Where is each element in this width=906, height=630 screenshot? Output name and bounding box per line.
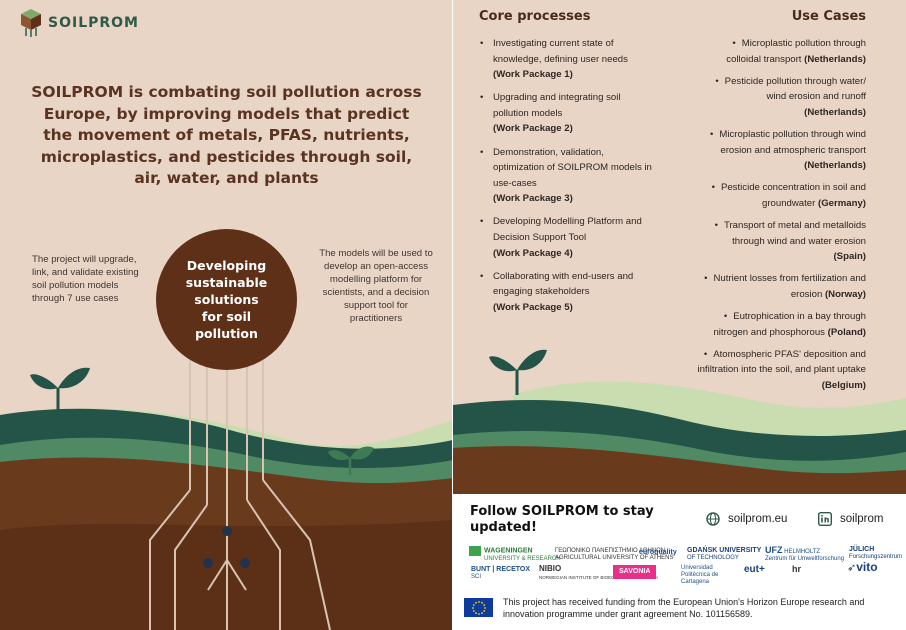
right-note: The models will be used to develop an op… bbox=[319, 248, 433, 324]
linkedin-label: soilprom bbox=[840, 513, 884, 525]
partner-hr: hr bbox=[792, 564, 801, 574]
globe-icon bbox=[706, 512, 720, 526]
partner-euroquality: euroquality bbox=[639, 549, 677, 556]
circle-line: sustainable bbox=[185, 275, 268, 290]
circle-line: pollution bbox=[195, 326, 258, 341]
list-item: Collaborating with end-users and engagin… bbox=[477, 269, 657, 316]
partner-vito: ➶vito bbox=[847, 560, 878, 574]
eu-flag-icon bbox=[464, 598, 493, 617]
mission-circle: Developing sustainable solutions for soi… bbox=[156, 229, 297, 370]
core-processes-list: Investigating current state of knowledge… bbox=[477, 36, 657, 323]
circle-line: solutions bbox=[194, 292, 259, 307]
list-item: Demonstration, validation, optimization … bbox=[477, 145, 657, 207]
website-link[interactable]: soilprom.eu bbox=[706, 512, 787, 526]
list-item: Upgrading and integrating soil pollution… bbox=[477, 90, 657, 137]
linkedin-icon bbox=[818, 512, 832, 526]
list-item: Investigating current state of knowledge… bbox=[477, 36, 657, 83]
list-item: Developing Modelling Platform and Decisi… bbox=[477, 214, 657, 261]
use-cases-title: Use Cases bbox=[791, 9, 866, 24]
brand-name: SOILPROM bbox=[48, 15, 139, 31]
soilprom-logo: SOILPROM bbox=[20, 8, 139, 38]
headline: SOILPROM is combating soil pollution acr… bbox=[31, 83, 422, 187]
partner-eut: eut+ bbox=[744, 564, 765, 575]
list-item: •Pesticide pollution through water/wind … bbox=[715, 75, 866, 118]
circle-line: for soil bbox=[201, 309, 252, 324]
core-processes-title: Core processes bbox=[479, 9, 591, 24]
linkedin-link[interactable]: soilprom bbox=[818, 512, 883, 526]
landscape-illustration bbox=[0, 356, 453, 630]
soil-cube-icon bbox=[21, 9, 41, 37]
website-label: soilprom.eu bbox=[728, 513, 788, 525]
left-note: The project will upgrade, link, and vali… bbox=[32, 254, 139, 304]
left-panel: SOILPROM SOILPROM is combating soil poll… bbox=[0, 8, 453, 630]
eu-stars-icon bbox=[471, 600, 486, 615]
wageningen-logo-icon bbox=[469, 546, 481, 556]
circle-line: Developing bbox=[186, 258, 267, 273]
follow-text: Follow SOILPROM to stay updated! bbox=[470, 504, 654, 535]
footer: Follow SOILPROM to stay updated! soilpro… bbox=[453, 494, 906, 630]
bird-icon: ➶ bbox=[847, 562, 857, 574]
partner-cartagena: Universidad Politécnica de Cartagena bbox=[681, 565, 719, 585]
partner-savonia: SAVONIA bbox=[613, 565, 657, 579]
funding-statement: This project has received funding from t… bbox=[503, 597, 865, 619]
